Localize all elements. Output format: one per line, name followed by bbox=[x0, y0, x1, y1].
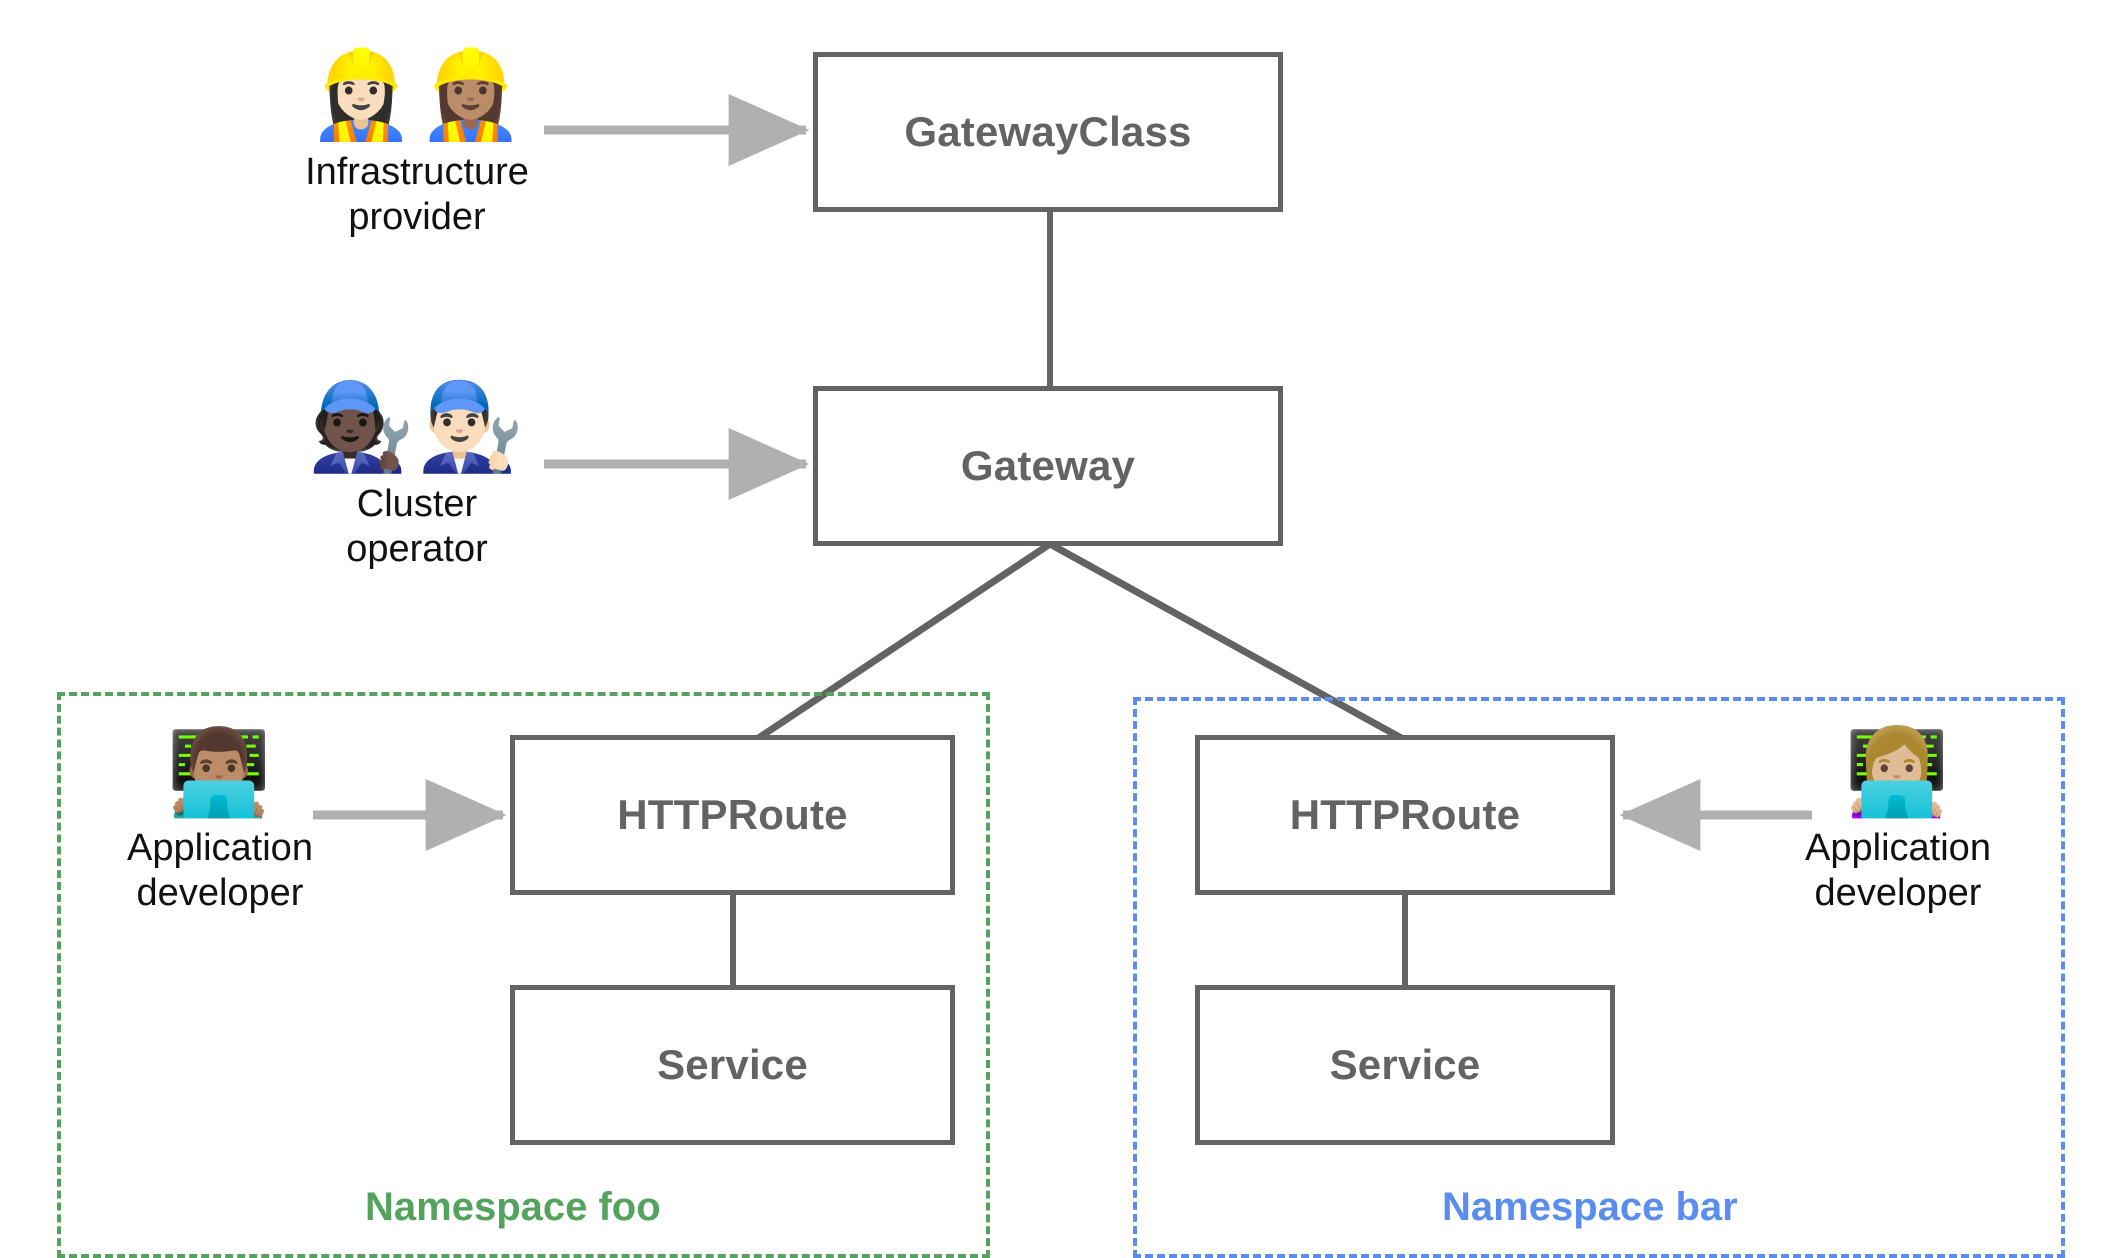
persona-cluster-operator: 🧑🏿‍🔧👨🏻‍🔧 Cluster operator bbox=[247, 382, 587, 572]
construction-worker-women-icon: 👷🏻‍♀️👷🏽‍♀️ bbox=[307, 45, 527, 145]
node-service-bar[interactable]: Service bbox=[1195, 985, 1615, 1145]
persona-infrastructure-provider: 👷🏻‍♀️👷🏽‍♀️ Infrastructure provider bbox=[247, 50, 587, 240]
node-httproute-foo[interactable]: HTTPRoute bbox=[510, 735, 955, 895]
node-httproute-foo-label: HTTPRoute bbox=[617, 791, 848, 838]
node-gateway-label: Gateway bbox=[960, 442, 1136, 489]
woman-technologist-icon: 👩🏼‍💻 bbox=[1844, 723, 1952, 821]
persona-application-developer-bar-label: Application developer bbox=[1805, 827, 1991, 915]
persona-infrastructure-provider-label: Infrastructure provider bbox=[305, 151, 529, 239]
namespace-bar-label: Namespace bar bbox=[1442, 1185, 1738, 1229]
namespace-foo-boundary bbox=[57, 692, 990, 1258]
node-service-foo[interactable]: Service bbox=[510, 985, 955, 1145]
man-technologist-icon: 👨🏽‍💻 bbox=[166, 723, 274, 821]
node-service-bar-label: Service bbox=[1329, 1041, 1481, 1088]
namespace-bar-boundary bbox=[1133, 697, 2065, 1258]
persona-application-developer-foo-label: Application developer bbox=[127, 827, 313, 915]
node-httproute-bar-label: HTTPRoute bbox=[1289, 791, 1521, 838]
namespace-foo-label: Namespace foo bbox=[365, 1185, 661, 1229]
node-service-foo-label: Service bbox=[657, 1041, 808, 1088]
mechanics-icon: 🧑🏿‍🔧👨🏻‍🔧 bbox=[307, 377, 527, 477]
node-gatewayclass[interactable]: GatewayClass bbox=[813, 52, 1283, 212]
persona-application-developer-foo: 👨🏽‍💻 Application developer bbox=[50, 728, 390, 916]
persona-application-developer-bar: 👩🏼‍💻 Application developer bbox=[1728, 728, 2068, 916]
node-gatewayclass-label: GatewayClass bbox=[904, 108, 1192, 155]
node-gateway[interactable]: Gateway bbox=[813, 386, 1283, 546]
persona-cluster-operator-label: Cluster operator bbox=[346, 483, 488, 571]
node-httproute-bar[interactable]: HTTPRoute bbox=[1195, 735, 1615, 895]
